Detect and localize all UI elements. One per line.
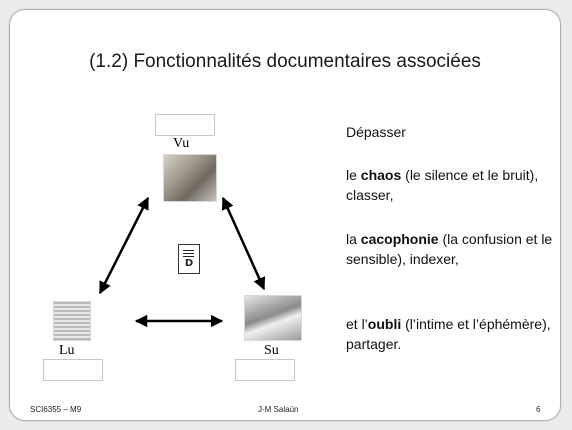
vu-label: Vu	[173, 136, 190, 151]
footer-page-number: 6	[536, 405, 541, 414]
su-caption-box	[235, 359, 295, 381]
vu-book-image	[163, 154, 217, 202]
lu-text-image	[53, 301, 91, 341]
document-icon-glyph: D	[184, 258, 194, 269]
arrow-vu-su	[221, 196, 266, 291]
chaos-keyword: chaos	[360, 167, 402, 183]
chaos-prefix: le	[346, 167, 361, 183]
arrow-vu-lu	[98, 196, 150, 295]
slide-title: (1.2) Fonctionnalités documentaires asso…	[89, 51, 481, 72]
paragraph-depasser: Dépasser	[346, 124, 406, 140]
slide: (1.2) Fonctionnalités documentaires asso…	[9, 9, 561, 421]
footer-course-code: SCI6355 – M9	[30, 405, 82, 414]
su-reader-image	[244, 295, 302, 341]
lu-label: Lu	[59, 343, 75, 358]
su-label: Su	[264, 343, 279, 358]
cacophonie-prefix: la	[346, 231, 361, 247]
vu-caption-box	[155, 114, 215, 136]
cacophonie-keyword: cacophonie	[360, 231, 439, 247]
chaos-suffix: (le silence et le bruit), classer,	[346, 167, 539, 203]
cacophonie-suffix: (la confusion et le sensible), indexer,	[346, 231, 553, 267]
oubli-prefix: et l’	[346, 316, 368, 332]
relation-arrows	[98, 196, 266, 328]
paragraph-oubli: et l’oubli (l’intime et l’éphémère), par…	[346, 314, 556, 354]
paragraph-chaos: le chaos (le silence et le bruit), class…	[346, 165, 556, 205]
oubli-keyword: oubli	[367, 316, 402, 332]
oubli-suffix: (l’intime et l’éphémère), partager.	[346, 316, 551, 352]
document-icon: D	[178, 244, 200, 274]
footer-author: J-M Salaün	[258, 405, 299, 414]
paragraph-cacophonie: la cacophonie (la confusion et le sensib…	[346, 229, 556, 269]
lu-caption-box	[43, 359, 103, 381]
